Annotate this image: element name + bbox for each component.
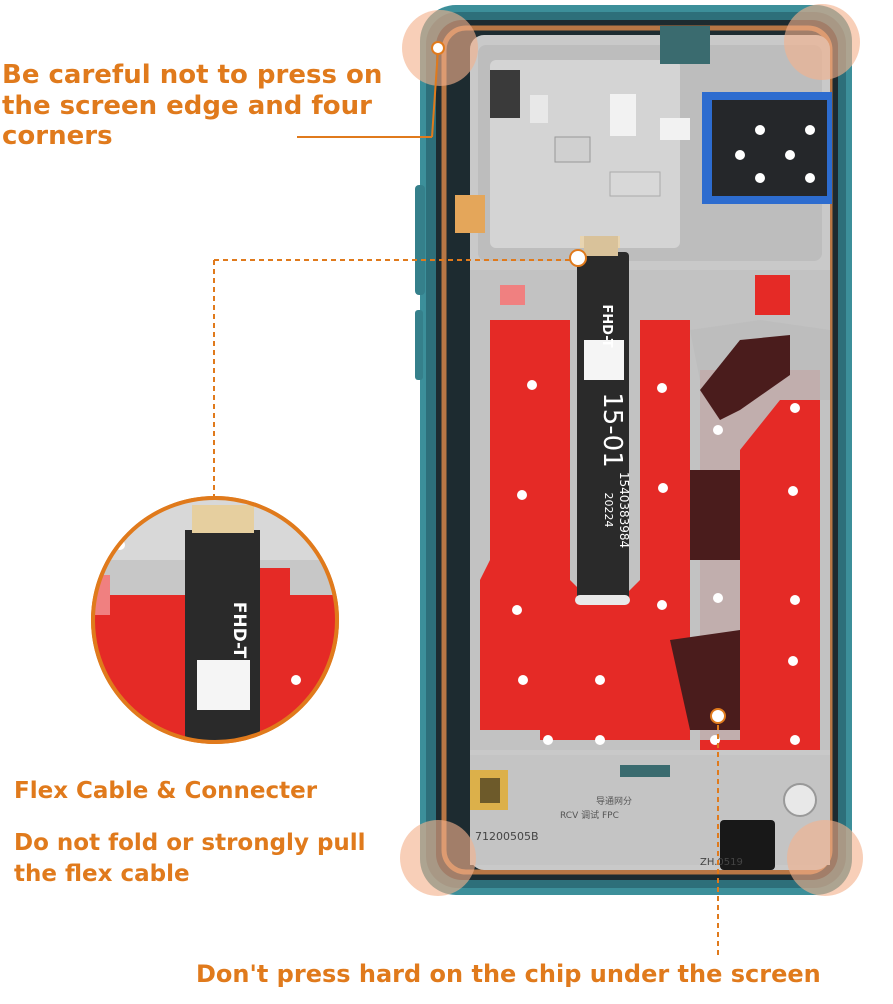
- edge-marker-dot: [431, 41, 445, 55]
- bottom-right-code: ZH.0519: [700, 857, 743, 868]
- flex-warning-callout: Do not fold or strongly pull the flex ca…: [14, 830, 366, 887]
- bottom-chinese-label: 导通网分: [596, 796, 632, 807]
- red-tape-area: [480, 275, 830, 750]
- flex-zoom-inset: FHD-T: [91, 496, 339, 744]
- flex-part-label: 15-01: [597, 392, 627, 468]
- flex-serial: 1540383984: [617, 472, 631, 548]
- bottom-fpc-label: RCV 调试 FPC: [560, 809, 619, 821]
- chip-marker-dot: [710, 708, 726, 724]
- zoom-model-label: FHD-T: [229, 602, 249, 659]
- chip-warning-callout: Don't press hard on the chip under the s…: [196, 960, 821, 988]
- flex-date-code: 20224: [602, 493, 615, 528]
- corner-highlights: [400, 4, 863, 896]
- leader-lines: [213, 49, 719, 955]
- flex-marker-dot: [569, 249, 587, 267]
- flex-model-label: FHD-T: [599, 304, 614, 347]
- bottom-left-code: 71200505B: [475, 830, 539, 843]
- bottom-board: 71200505B ZH.0519 RCV 调试 FPC 导通网分: [470, 755, 830, 870]
- flex-cable: FHD-T 15-01 1540383984 20224: [575, 236, 631, 605]
- edge-warning-callout: Be careful not to press on the screen ed…: [2, 60, 383, 152]
- flex-title-callout: Flex Cable & Connecter: [14, 778, 318, 804]
